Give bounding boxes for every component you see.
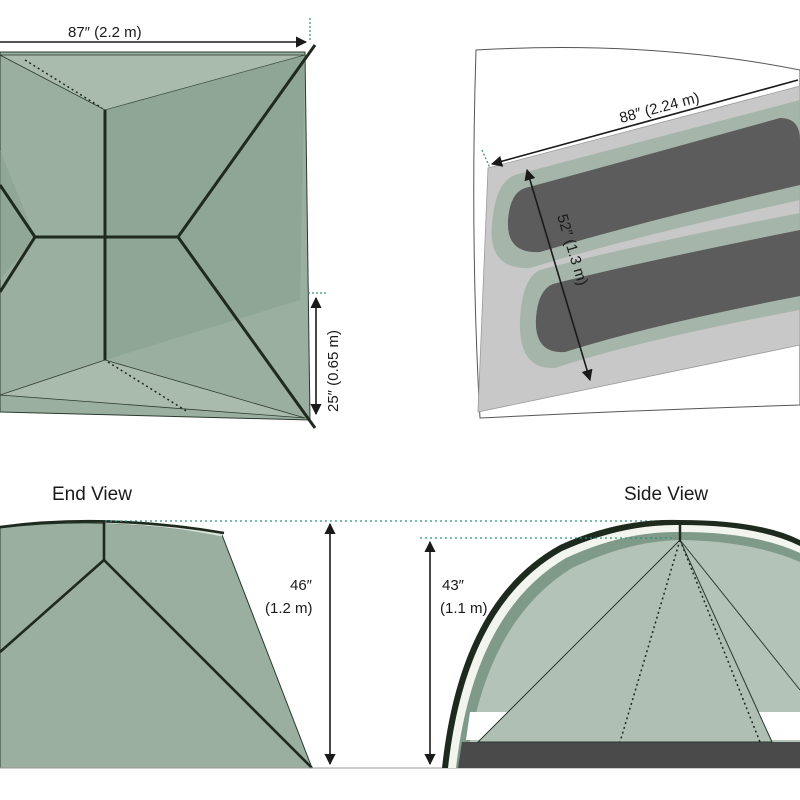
side-view-dotted-left bbox=[619, 539, 681, 743]
side-view-height-label-2: (1.1 m) bbox=[440, 600, 488, 617]
side-view-mesh-left bbox=[466, 712, 510, 740]
end-view-height-label-1: 46″ bbox=[290, 577, 313, 594]
top-view-length-label: 87″ (2.2 m) bbox=[68, 24, 142, 41]
floor-view-pad-lower bbox=[535, 230, 800, 353]
end-view-title: End View bbox=[52, 484, 132, 505]
end-view: End View 46″ (1.2 m) bbox=[0, 484, 336, 769]
side-view-floor bbox=[458, 742, 800, 768]
floor-view-guide bbox=[481, 149, 491, 169]
floor-view: 88″ (2.24 m) 52″ (1.3 m) bbox=[473, 47, 800, 419]
floor-view-length-arrow bbox=[490, 79, 799, 167]
side-view: Side View 43″ (1.1 m) bbox=[420, 484, 800, 768]
top-view-vent-line-lower bbox=[107, 361, 189, 413]
end-view-fabric bbox=[0, 522, 313, 769]
side-view-dotted-right bbox=[679, 539, 761, 743]
side-view-title: Side View bbox=[624, 484, 708, 505]
side-view-height-label-1: 43″ bbox=[442, 577, 465, 594]
top-view: 87″ (2.2 m) 25″ (0.65 m) bbox=[0, 18, 342, 429]
top-view-height-label: 25″ (0.65 m) bbox=[325, 330, 342, 412]
top-view-poles bbox=[0, 44, 317, 429]
top-view-vent-line-upper bbox=[24, 59, 103, 109]
top-view-panel-left bbox=[0, 150, 35, 280]
top-view-panel-lower bbox=[0, 359, 306, 419]
end-view-height-label-2: (1.2 m) bbox=[265, 600, 313, 617]
side-view-mesh-right bbox=[758, 712, 800, 740]
floor-view-width-arrow bbox=[524, 168, 593, 382]
end-view-poles bbox=[0, 519, 313, 769]
side-view-seam bbox=[679, 539, 800, 691]
side-view-inner-tent bbox=[476, 539, 773, 743]
